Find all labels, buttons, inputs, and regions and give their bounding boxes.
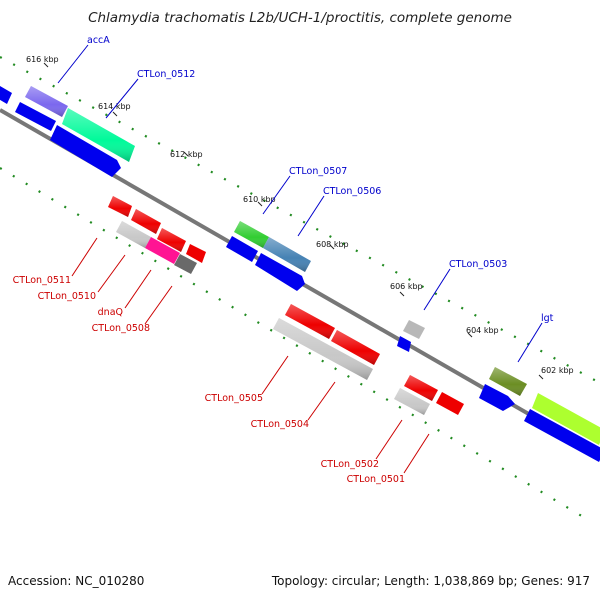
label-CTLon_0501: CTLon_0501 <box>347 474 405 485</box>
leader-CTLon_0505 <box>261 355 289 395</box>
tick-label: 616 kbp <box>26 55 59 64</box>
CTLon_0508-feature <box>174 254 197 274</box>
reverse-cds-arrow <box>186 244 206 263</box>
leader-CTLon_0507 <box>262 175 291 215</box>
forward-cds-arrow <box>50 125 121 177</box>
shading <box>116 221 151 248</box>
forward-cds-arrow <box>479 384 515 411</box>
forward-cds-arrow-right <box>524 409 600 462</box>
label-CTLon_0505: CTLon_0505 <box>205 393 263 404</box>
red-leaders <box>71 237 430 474</box>
tick-616 <box>43 62 49 68</box>
leader-CTLon_0504 <box>307 381 336 421</box>
shading <box>331 330 380 365</box>
shading <box>394 388 430 415</box>
forward-features <box>0 86 600 462</box>
leader-CTLon_0512 <box>105 78 139 119</box>
label-dnaQ: dnaQ <box>98 307 123 318</box>
tick-602 <box>538 374 544 380</box>
shading <box>131 209 161 234</box>
tick-610 <box>257 201 263 207</box>
shading <box>285 304 335 339</box>
tick-612 <box>183 151 189 157</box>
red-labels: CTLon_0511 CTLon_0510 dnaQ CTLon_0508 CT… <box>13 275 405 485</box>
leader-accA <box>57 44 89 84</box>
label-lgt: lgt <box>541 313 554 324</box>
forward-cds-arrow <box>15 102 56 131</box>
leader-CTLon_0511 <box>71 237 98 277</box>
accA-feature <box>25 86 68 117</box>
label-CTLon_0503: CTLon_0503 <box>449 259 507 270</box>
blue-leaders <box>57 44 543 363</box>
forward-cds-arrow-right <box>532 393 600 445</box>
label-CTLon_0512: CTLon_0512 <box>137 69 195 80</box>
tick-604 <box>467 332 473 338</box>
lgt-feature <box>489 367 527 396</box>
reverse-cds-arrow <box>436 392 464 415</box>
lower-dotted-line <box>0 167 586 519</box>
label-CTLon_0508: CTLon_0508 <box>92 323 150 334</box>
shading <box>108 196 132 217</box>
tick-label: 608 kbp <box>316 240 349 249</box>
leader-CTLon_0508 <box>144 285 173 325</box>
dnaQ-feature <box>145 237 180 264</box>
tick-label: 606 kbp <box>390 282 423 291</box>
tick-608 <box>329 244 335 250</box>
tick-614 <box>112 111 118 117</box>
leader-CTLon_0506 <box>297 195 325 237</box>
shading <box>404 375 438 401</box>
label-CTLon_0504: CTLon_0504 <box>251 419 309 430</box>
label-CTLon_0502: CTLon_0502 <box>321 459 379 470</box>
leader-dnaQ <box>124 269 152 309</box>
tick-label: 602 kbp <box>541 366 574 375</box>
label-CTLon_0506: CTLon_0506 <box>323 186 381 197</box>
leader-CTLon_0503 <box>423 268 451 311</box>
tick-label: 604 kbp <box>466 326 499 335</box>
forward-cds-arrow <box>255 253 305 291</box>
leader-lgt <box>517 322 543 363</box>
map-title: Chlamydia trachomatis L2b/UCH-1/proctiti… <box>88 10 512 26</box>
forward-cds-arrow <box>0 86 12 104</box>
tick-label: 612 kbp <box>170 150 203 159</box>
forward-cds-arrow <box>226 236 258 262</box>
CTLon_0503-feature <box>403 320 425 339</box>
leader-CTLon_0510 <box>97 254 126 293</box>
forward-cds-arrow <box>397 336 411 352</box>
CTLon_0512-feature <box>62 108 135 162</box>
kbp-ticks <box>43 62 544 380</box>
topology-text: Topology: circular; Length: 1,038,869 bp… <box>271 574 590 588</box>
CTLon_0507-feature <box>234 221 269 248</box>
leader-CTLon_0501 <box>403 433 430 474</box>
tick-label: 614 kbp <box>98 102 131 111</box>
reverse-features <box>108 196 464 415</box>
CTLon_0506-feature <box>263 237 311 272</box>
shading <box>157 228 186 252</box>
label-CTLon_0511: CTLon_0511 <box>13 275 71 286</box>
tick-label: 610 kbp <box>243 195 276 204</box>
tick-606 <box>399 291 405 297</box>
kbp-labels: 616 kbp 614 kbp 612 kbp 610 kbp 608 kbp … <box>26 55 574 375</box>
label-accA: accA <box>87 35 110 46</box>
accession-text: Accession: NC_010280 <box>8 574 145 588</box>
leader-CTLon_0502 <box>375 419 403 460</box>
blue-labels: accA CTLon_0512 CTLon_0507 CTLon_0506 CT… <box>87 35 554 324</box>
shading <box>273 318 373 380</box>
label-CTLon_0507: CTLon_0507 <box>289 166 347 177</box>
label-CTLon_0510: CTLon_0510 <box>38 291 96 302</box>
